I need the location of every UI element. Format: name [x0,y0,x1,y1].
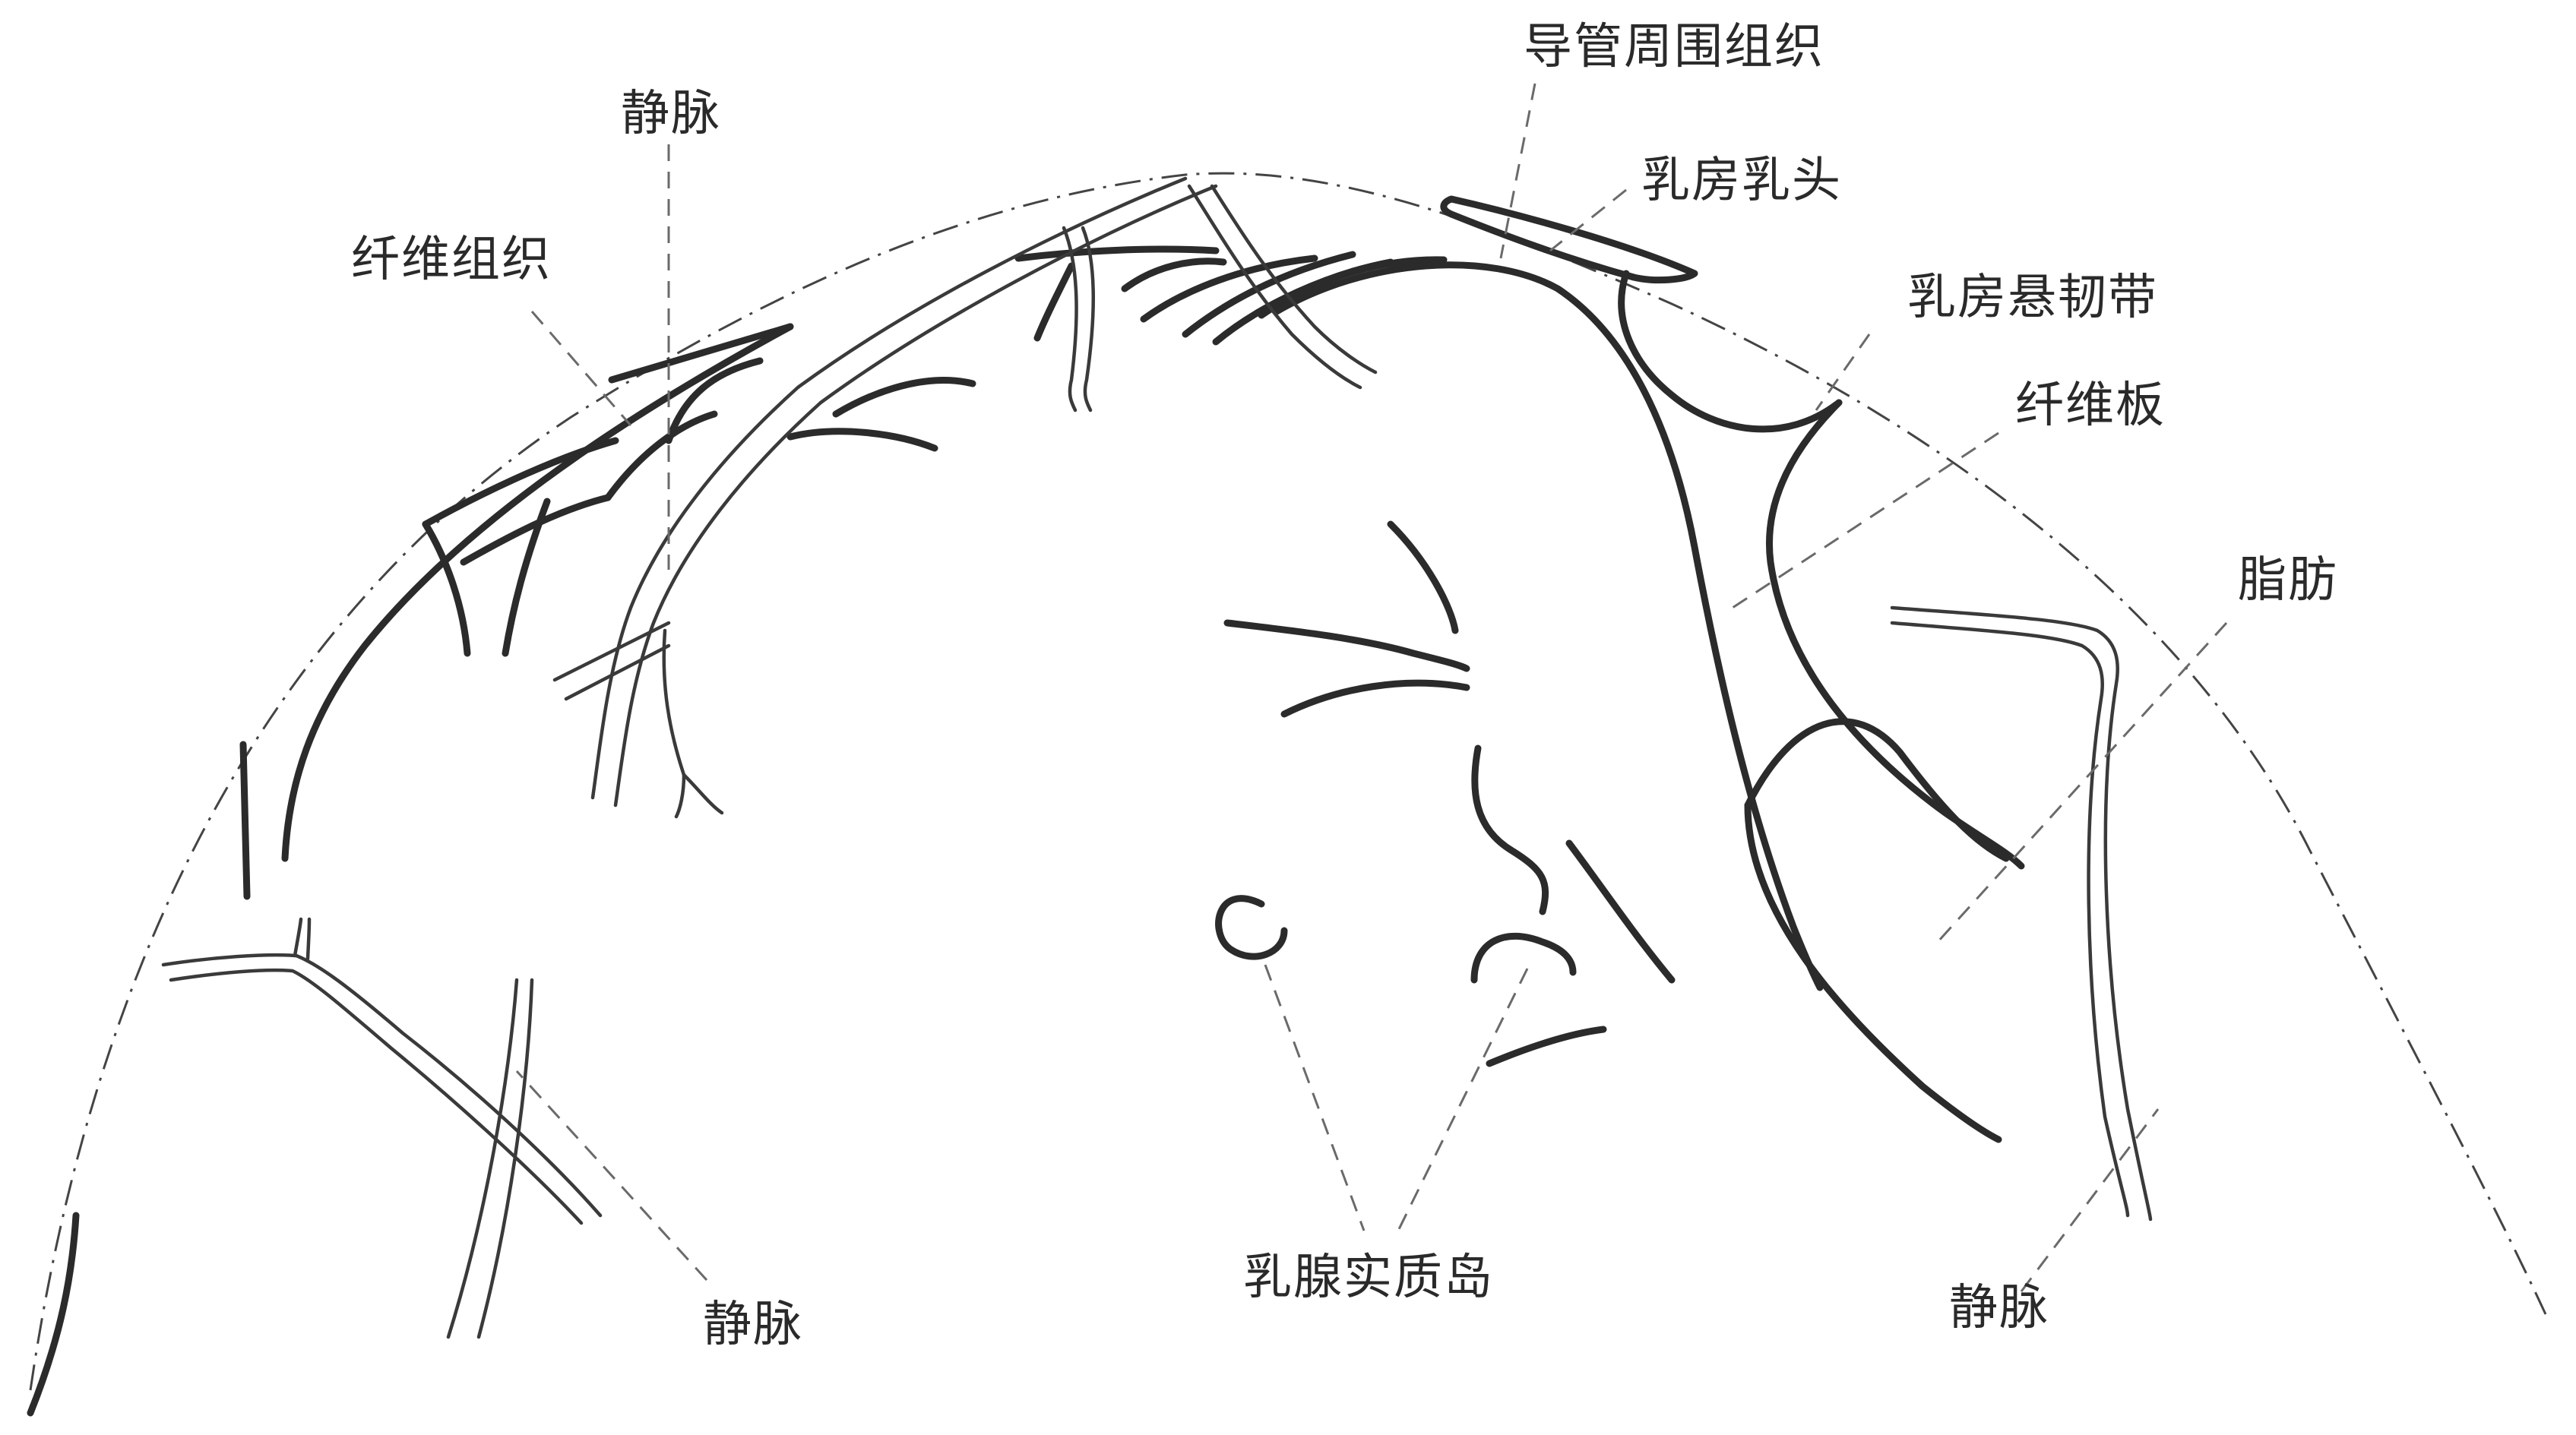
upper-strands [786,245,1448,452]
veins-lower-left [161,917,603,1339]
vein-right [1890,605,2153,1222]
fibrous-tissue-strands [27,323,794,1417]
label-fibrous-plate: 纤维板 [2015,378,2166,434]
label-glandular-islands: 乳腺实质岛 [1243,1250,1494,1306]
label-vein-bottom-right: 静脉 [1949,1280,2049,1336]
label-suspensory-ligament: 乳房悬韧带 [1907,270,2158,326]
veins-upper-left [552,176,1218,819]
veins-upper-middle [1062,184,1378,412]
label-duct-periductal-tissue: 导管周围组织 [1524,19,1824,75]
leader-lines [515,83,2228,1292]
label-fat: 脂肪 [2238,552,2338,608]
label-vein-bottom-left: 静脉 [703,1297,803,1353]
suspensory-ligament [1273,261,2025,1143]
label-vein-top: 静脉 [621,86,721,142]
nipple-shape [1440,195,1698,284]
skin-contour [29,172,2547,1391]
fibrous-band-left [281,323,794,862]
label-fibrous-tissue: 纤维组织 [351,232,552,288]
glandular-islands [1215,520,1676,1067]
label-nipple: 乳房乳头 [1641,153,1842,209]
